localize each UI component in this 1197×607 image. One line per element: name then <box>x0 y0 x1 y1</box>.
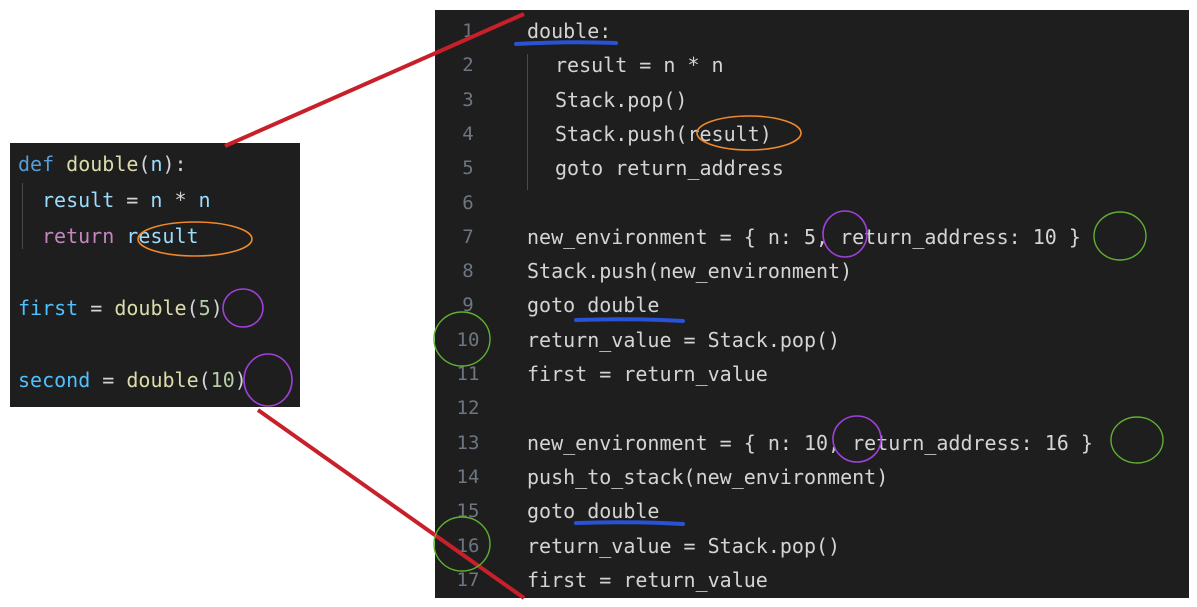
code-line: 4 Stack.push(result) <box>435 117 1189 151</box>
indent-guide <box>527 54 528 190</box>
line-code: goto return_address <box>555 156 784 181</box>
line-number: 5 <box>462 157 474 180</box>
code-line: 8 Stack.push(new_environment) <box>435 254 1189 288</box>
keyword-def: def <box>18 152 55 176</box>
code-line: 15 goto double <box>435 494 1189 528</box>
line-number: 6 <box>462 191 474 214</box>
return-result: result <box>126 224 199 248</box>
paren-close: ) <box>210 296 223 320</box>
code-line-return: return result <box>42 219 199 253</box>
line-number: 1 <box>462 20 474 42</box>
function-name: double <box>66 152 139 176</box>
code-line: 5 goto return_address <box>435 151 1189 185</box>
code-line: 11 first = return_value <box>435 357 1189 391</box>
line-number: 8 <box>462 260 474 283</box>
line-code: return_value = Stack.pop() <box>527 533 841 558</box>
code-line-first: first = double(5) <box>18 291 223 325</box>
keyword-return: return <box>42 224 115 248</box>
line-code: new_environment = { n: 10, return_addres… <box>527 430 1093 455</box>
op-assign: = <box>114 188 151 212</box>
var-result: result <box>42 188 115 212</box>
line-number: 14 <box>456 465 480 488</box>
call-double: double <box>114 296 187 320</box>
argument-10: 10 <box>210 368 235 392</box>
paren-open: ( <box>138 152 151 176</box>
code-line: 13 new_environment = { n: 10, return_addr… <box>435 426 1189 460</box>
line-number: 17 <box>456 568 480 591</box>
var-second: second <box>18 368 91 392</box>
op-assign: = <box>78 296 115 320</box>
code-line: 17 first = return_value <box>435 563 1189 597</box>
code-line: 7 new_environment = { n: 5, return_addres… <box>435 220 1189 254</box>
paren-close: ): <box>162 152 187 176</box>
op-mul: * <box>162 188 199 212</box>
line-code: goto double <box>527 499 660 524</box>
code-line: 10 return_value = Stack.pop() <box>435 323 1189 357</box>
param-n: n <box>150 152 163 176</box>
line-number: 10 <box>456 328 480 351</box>
code-line-second: second = double(10) <box>18 363 247 397</box>
line-number: 15 <box>456 500 480 523</box>
line-code: first = return_value <box>527 567 768 592</box>
paren-close: ) <box>234 368 247 392</box>
line-code: first = return_value <box>527 362 768 386</box>
code-line-result: result = n * n <box>42 183 211 217</box>
line-code: goto double <box>527 293 660 318</box>
paren-open: ( <box>186 296 199 320</box>
code-line: 3 Stack.pop() <box>435 83 1189 117</box>
line-number: 3 <box>462 88 474 111</box>
argument-5: 5 <box>198 296 211 320</box>
line-code: return_value = Stack.pop() <box>527 327 841 352</box>
paren-open: ( <box>198 368 211 392</box>
line-number: 9 <box>462 294 474 317</box>
line-number: 4 <box>462 122 474 145</box>
op-assign: = <box>90 368 127 392</box>
var-n: n <box>198 188 211 212</box>
line-code: result = n * n <box>555 53 724 78</box>
code-line: 12 <box>435 391 1189 425</box>
line-number: 11 <box>456 363 480 385</box>
var-first: first <box>18 296 79 320</box>
code-line: 14 push_to_stack(new_environment) <box>435 460 1189 494</box>
line-number: 13 <box>456 431 480 454</box>
line-number: 16 <box>456 534 480 557</box>
code-line: 6 <box>435 186 1189 220</box>
line-number: 12 <box>456 397 480 420</box>
line-code: double: <box>527 19 612 43</box>
line-code: new_environment = { n: 5, return_address… <box>527 224 1081 249</box>
line-number: 7 <box>462 225 474 248</box>
call-double: double <box>126 368 199 392</box>
line-code: Stack.push(new_environment) <box>527 259 853 284</box>
line-code: Stack.push(result) <box>555 121 772 146</box>
code-line-def: def double(n): <box>18 147 187 181</box>
line-number: 2 <box>462 54 474 77</box>
var-n: n <box>150 188 163 212</box>
code-line: 1 double: <box>435 14 1189 48</box>
indent-guide <box>22 183 23 249</box>
code-line: 16 return_value = Stack.pop() <box>435 529 1189 563</box>
code-line: 2 result = n * n <box>435 48 1189 82</box>
line-code: push_to_stack(new_environment) <box>527 464 889 489</box>
source-code-panel: def double(n): result = n * n return res… <box>10 143 300 407</box>
code-line: 9 goto double <box>435 288 1189 322</box>
line-code: Stack.pop() <box>555 87 688 112</box>
